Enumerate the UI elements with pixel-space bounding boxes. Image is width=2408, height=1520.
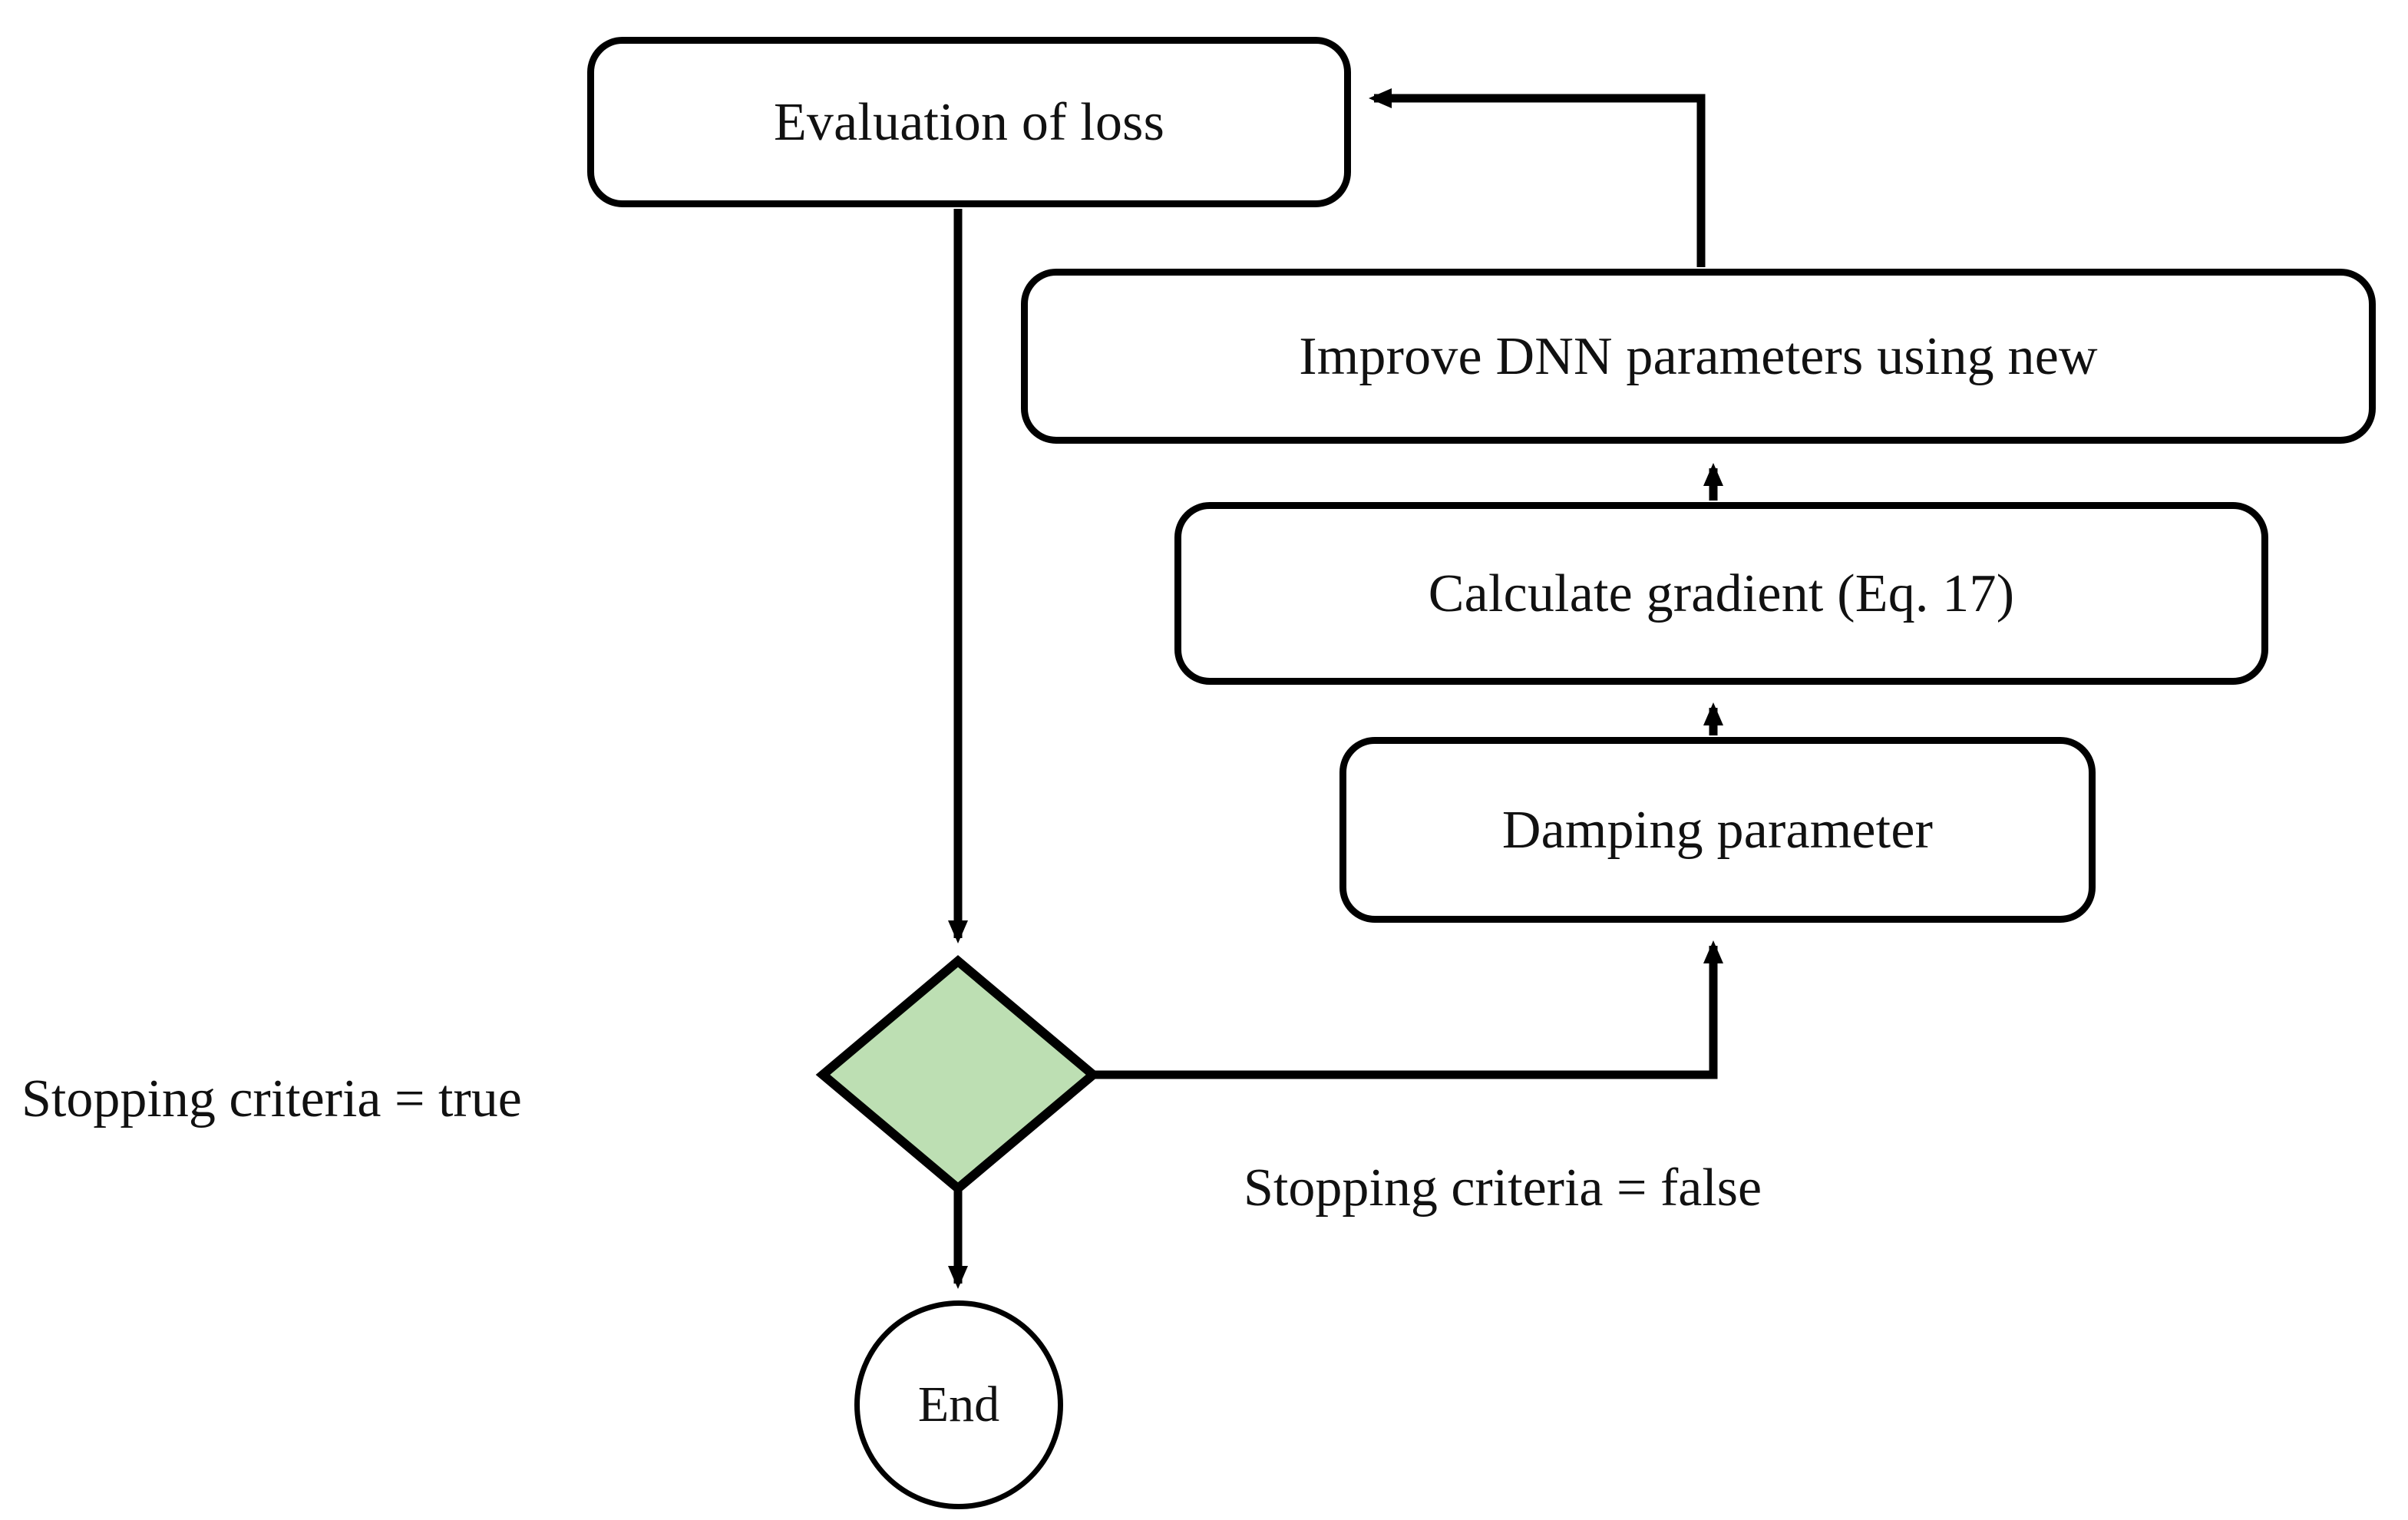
node-evaluation-of-loss[interactable]: Evaluation of loss (587, 37, 1351, 207)
node-improve-dnn-parameters-label: Improve DNN parameters using new (1299, 326, 2098, 386)
node-calculate-gradient-label: Calculate gradient (Eq. 17) (1428, 563, 2015, 623)
node-improve-dnn-parameters[interactable]: Improve DNN parameters using new (1021, 269, 2376, 444)
decision-diamond[interactable] (815, 955, 1101, 1195)
edge-decision-to-damping (1093, 940, 1723, 1079)
edge-label-stopping-criteria-true: Stopping criteria = true (21, 1069, 522, 1128)
node-calculate-gradient[interactable]: Calculate gradient (Eq. 17) (1174, 502, 2268, 685)
node-end[interactable]: End (854, 1300, 1063, 1509)
edge-improve-to-evaluation (1369, 88, 1706, 267)
node-evaluation-of-loss-label: Evaluation of loss (773, 92, 1165, 152)
node-damping-parameter-label: Damping parameter (1501, 800, 1934, 860)
node-damping-parameter[interactable]: Damping parameter (1339, 737, 2096, 923)
node-end-label: End (917, 1376, 1000, 1432)
edge-label-stopping-criteria-false: Stopping criteria = false (1244, 1158, 1762, 1218)
